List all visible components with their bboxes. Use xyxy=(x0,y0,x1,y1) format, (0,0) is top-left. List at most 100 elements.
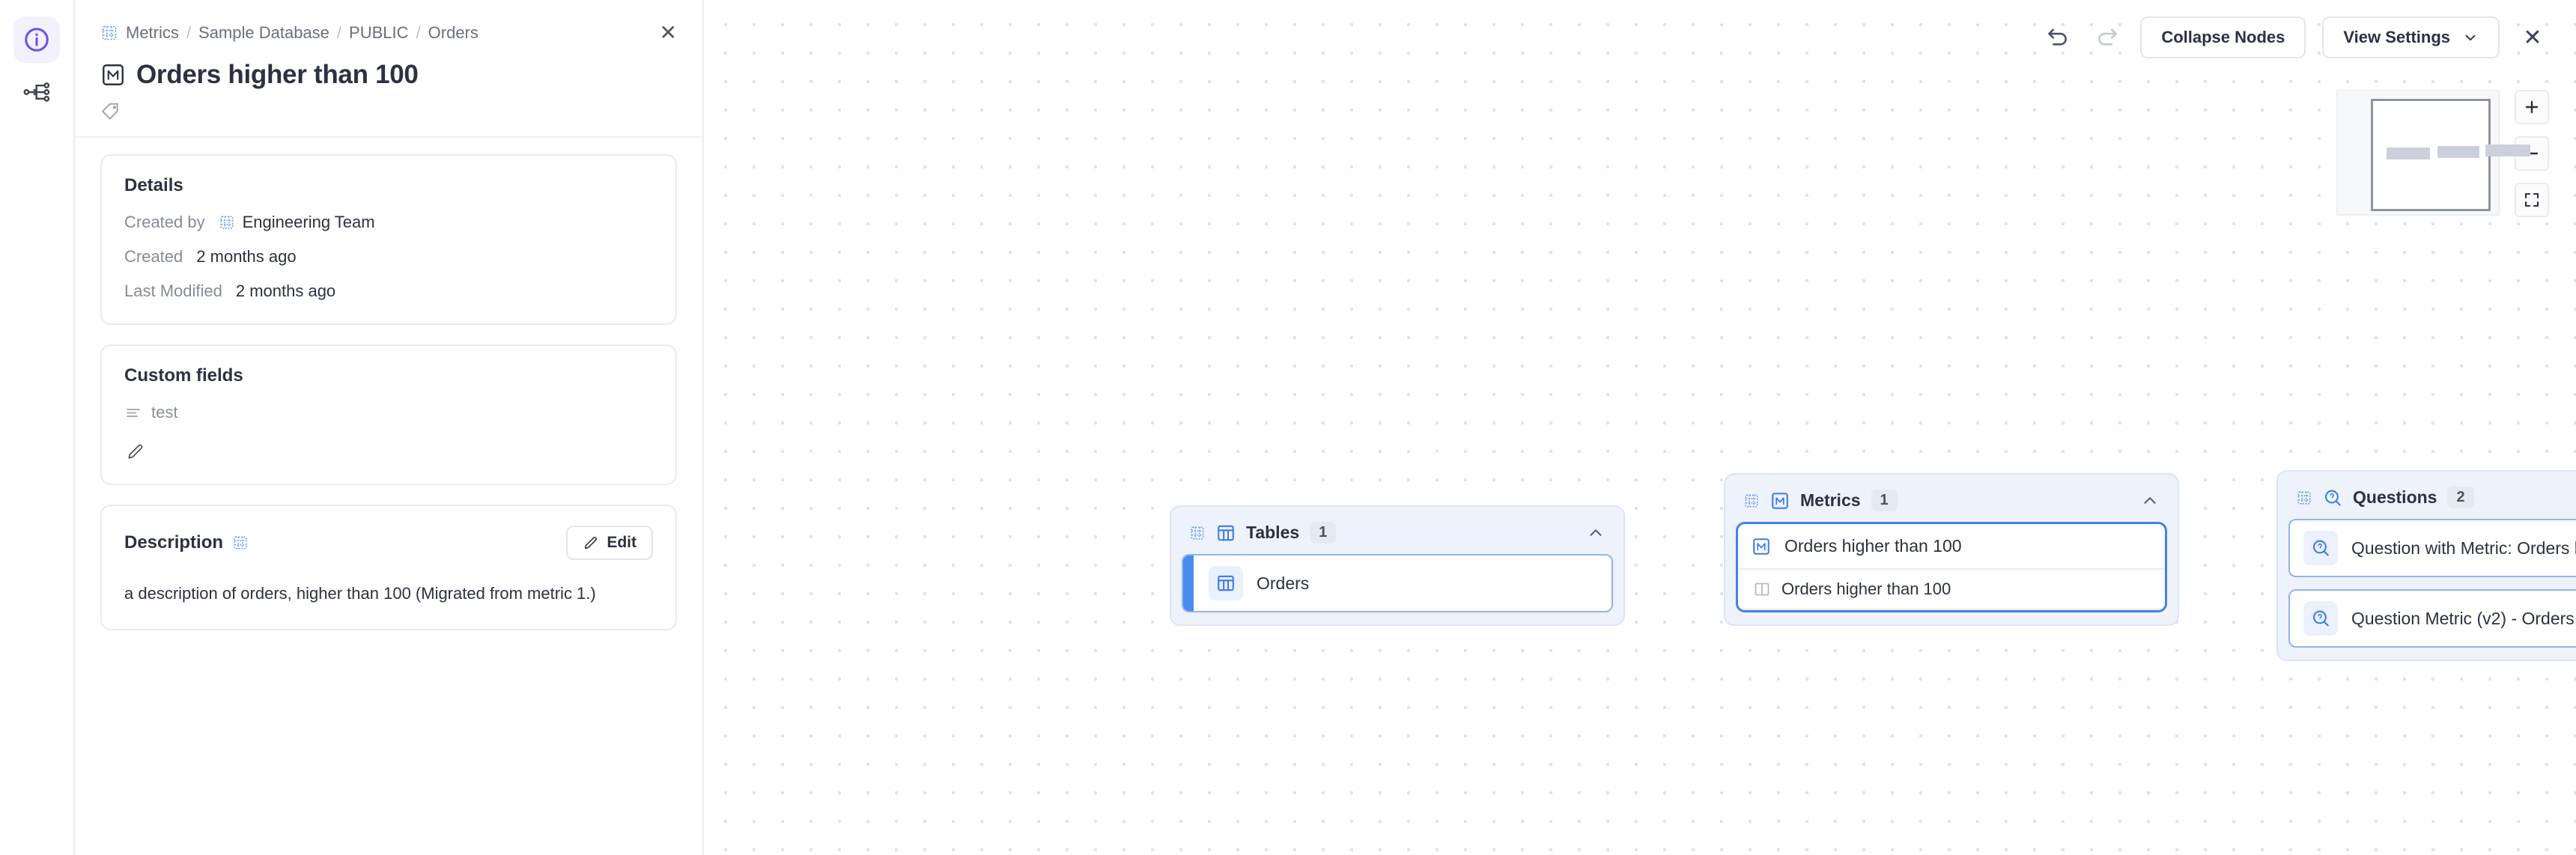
minimap-node xyxy=(2387,147,2430,159)
metrics-grid-icon xyxy=(219,214,235,231)
table-icon xyxy=(1216,523,1236,543)
node-rows-metrics: Orders higher than 100 Orders higher tha… xyxy=(1736,522,2167,612)
breadcrumb-item-3[interactable]: Orders xyxy=(428,23,479,42)
plus-icon xyxy=(2525,100,2539,114)
undo-arrow-icon xyxy=(2045,25,2071,50)
sidebar-close-button[interactable]: ✕ xyxy=(659,21,677,44)
breadcrumb-item-2[interactable]: PUBLIC xyxy=(349,23,409,42)
graph-node-questions[interactable]: Questions 2 Q xyxy=(2276,470,2576,661)
chevron-down-icon xyxy=(2462,29,2479,46)
node-rows-tables: Orders xyxy=(1182,554,1613,612)
redo-button[interactable] xyxy=(2091,21,2124,54)
lineage-canvas[interactable]: Collapse Nodes View Settings ✕ xyxy=(704,0,2576,855)
page-title-row: Orders higher than 100 xyxy=(100,60,677,90)
graph-row-label: Question with Metric: Orders high... xyxy=(2351,538,2576,558)
canvas-close-button[interactable]: ✕ xyxy=(2516,21,2549,54)
breadcrumb-item-0[interactable]: Metrics xyxy=(126,23,179,42)
details-card: Details Created by Engineering Team xyxy=(100,154,677,325)
graph-row-metric-column[interactable]: Orders higher than 100 xyxy=(1738,568,2165,610)
node-count-questions: 2 xyxy=(2447,487,2474,508)
details-heading: Details xyxy=(124,175,183,195)
question-magnifier-icon xyxy=(2323,488,2342,508)
info-circle-icon xyxy=(22,25,51,54)
question-magnifier-icon xyxy=(2303,601,2338,636)
minimap-controls xyxy=(2336,90,2549,217)
description-heading-wrap: Description xyxy=(124,532,249,553)
redo-arrow-icon xyxy=(2094,25,2120,50)
graph-row-label: Question Metric (v2) - Orders, Ord... xyxy=(2351,608,2576,628)
chevron-up-icon[interactable] xyxy=(1586,523,1606,543)
description-edit-button[interactable]: Edit xyxy=(566,526,653,560)
details-row-created-by: Created by Engineering Team xyxy=(124,213,653,232)
node-header-tables[interactable]: Tables 1 xyxy=(1182,517,1613,554)
node-rows-questions: Question with Metric: Orders high... Que… xyxy=(2288,519,2576,648)
breadcrumb-item-1[interactable]: Sample Database xyxy=(198,23,329,42)
graph-row-metric-main[interactable]: Orders higher than 100 xyxy=(1738,524,2165,568)
breadcrumb-sep: / xyxy=(186,23,192,42)
fit-view-button[interactable] xyxy=(2515,183,2549,217)
minimap-viewport[interactable] xyxy=(2371,99,2530,211)
graph-row-label: Orders higher than 100 xyxy=(1781,579,1951,598)
node-header-questions[interactable]: Questions 2 xyxy=(2288,482,2576,519)
graph-row-label: Orders higher than 100 xyxy=(1784,536,1962,556)
detail-sidebar: Metrics / Sample Database / PUBLIC / Ord… xyxy=(75,0,704,855)
undo-button[interactable] xyxy=(2041,21,2074,54)
graph-row-orders-table[interactable]: Orders xyxy=(1182,554,1613,612)
description-card: Description xyxy=(100,505,677,631)
chevron-up-icon[interactable] xyxy=(2140,491,2160,511)
rail-item-lineage[interactable] xyxy=(13,69,60,115)
fit-view-icon xyxy=(2524,192,2539,207)
table-icon xyxy=(1209,566,1243,600)
rail-item-info[interactable] xyxy=(13,16,60,63)
custom-fields-edit-button[interactable] xyxy=(124,442,653,461)
graph-node-metrics[interactable]: Metrics 1 Orders higher than xyxy=(1724,473,2179,626)
metrics-grid-icon xyxy=(1743,493,1760,509)
metrics-grid-icon xyxy=(1189,525,1206,541)
graph-edges xyxy=(704,0,929,112)
node-title-metrics: Metrics xyxy=(1800,490,1861,510)
minimap-node xyxy=(2485,144,2530,156)
custom-field-item[interactable]: test xyxy=(124,403,653,422)
node-header-metrics[interactable]: Metrics 1 xyxy=(1736,485,2167,522)
breadcrumb-sep: / xyxy=(336,23,342,42)
left-rail xyxy=(0,0,75,855)
details-label: Last Modified xyxy=(124,282,222,300)
minimap[interactable] xyxy=(2336,90,2530,216)
zoom-in-button[interactable] xyxy=(2515,90,2549,124)
pencil-icon xyxy=(583,535,599,551)
details-value-text: Engineering Team xyxy=(242,213,375,231)
metrics-grid-icon xyxy=(100,24,118,42)
details-label: Created by xyxy=(124,213,205,231)
details-value: Engineering Team xyxy=(219,213,375,232)
collapse-nodes-button[interactable]: Collapse Nodes xyxy=(2140,16,2306,58)
collapse-nodes-label: Collapse Nodes xyxy=(2161,28,2285,46)
sidebar-header: Metrics / Sample Database / PUBLIC / Ord… xyxy=(75,0,702,138)
page-title: Orders higher than 100 xyxy=(136,60,419,89)
description-header: Description xyxy=(124,526,653,560)
metrics-grid-icon xyxy=(2296,490,2312,506)
tag-row[interactable] xyxy=(100,102,677,121)
custom-fields-card: Custom fields test xyxy=(100,344,677,485)
node-title-tables: Tables xyxy=(1246,523,1300,542)
graph-row-question-2[interactable]: Question Metric (v2) - Orders, Ord... xyxy=(2288,589,2576,648)
graph-node-tables[interactable]: Tables 1 Orders xyxy=(1170,505,1625,626)
details-row-last-modified: Last Modified 2 months ago xyxy=(124,282,653,301)
node-count-metrics: 1 xyxy=(1871,490,1898,511)
view-settings-button[interactable]: View Settings xyxy=(2322,16,2500,58)
breadcrumb-sep: / xyxy=(416,23,421,42)
metric-m-icon xyxy=(100,62,126,88)
tag-icon xyxy=(102,102,677,121)
node-count-tables: 1 xyxy=(1310,522,1337,544)
columns-icon xyxy=(1753,580,1771,598)
text-lines-icon xyxy=(124,404,142,422)
description-body: a description of orders, higher than 100… xyxy=(124,584,596,603)
graph-row-label: Orders xyxy=(1257,573,1310,593)
lineage-tree-icon xyxy=(22,78,51,106)
details-value-text: 2 months ago xyxy=(235,282,336,300)
zoom-controls xyxy=(2515,90,2549,217)
metric-m-icon xyxy=(1752,537,1771,556)
graph-row-question-1[interactable]: Question with Metric: Orders high... xyxy=(2288,519,2576,577)
sidebar-body: Details Created by Engineering Team xyxy=(75,138,702,650)
details-value-text: 2 months ago xyxy=(196,247,297,266)
